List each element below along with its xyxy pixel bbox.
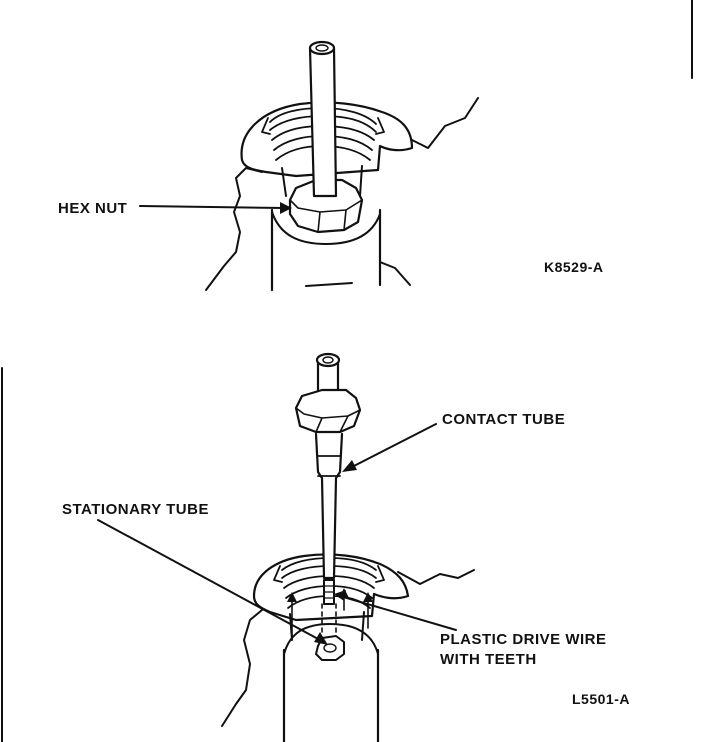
top-hex-nut-face: [289, 199, 363, 233]
top-contour-right-lower: [379, 261, 411, 286]
top-cylinder: [270, 208, 382, 292]
top-contact-tube: [308, 46, 338, 198]
drive-wire-arrowhead: [334, 590, 346, 601]
bottom-ring-tabs: [273, 565, 385, 583]
top-cylinder-rim: [271, 211, 381, 245]
bottom-cylinder: [282, 648, 380, 742]
top-ring-tabs: [261, 117, 385, 135]
bottom-hex-nut-face: [295, 407, 361, 433]
top-figure-code: K8529-A: [544, 259, 604, 275]
bottom-contour-left: [221, 609, 263, 727]
drive-wire-leader: [339, 595, 457, 631]
bottom-contact-tube-band: [317, 455, 341, 477]
top-contour-right: [411, 97, 479, 149]
bottom-guide-dashes: [321, 603, 337, 637]
contact-tube-leader: [349, 423, 437, 469]
drive-wire-label-line2: WITH TEETH: [440, 651, 537, 668]
bottom-contact-tube-bore: [322, 356, 334, 364]
contact-tube-label: CONTACT TUBE: [442, 411, 565, 428]
bottom-hex-nut: [294, 388, 362, 434]
bottom-contact-tube-end: [315, 352, 341, 368]
stationary-tube-arrowhead: [314, 632, 328, 645]
bottom-figure: CONTACT TUBE STATIONARY TUBE PLASTIC DRI…: [62, 352, 630, 742]
bottom-figure-code: L5501-A: [572, 691, 630, 707]
top-cylinder-bottom: [305, 282, 353, 287]
stationary-tube-leader: [97, 519, 321, 641]
top-contour-left: [205, 167, 263, 291]
hex-nut-arrowhead: [280, 202, 292, 214]
bottom-contour-right: [397, 569, 475, 585]
drive-wire-teeth: [323, 585, 335, 599]
drive-wire-label-line1: PLASTIC DRIVE WIRE: [440, 631, 607, 648]
contact-tube-arrowhead: [342, 460, 357, 472]
hex-nut-leader: [139, 205, 285, 209]
top-figure: HEX NUT K8529-A: [58, 40, 604, 292]
bottom-contact-tube-shaft: [314, 432, 344, 580]
hex-nut-label: HEX NUT: [58, 200, 127, 217]
top-bore: [281, 165, 363, 197]
stationary-tube-bore: [323, 643, 337, 653]
top-contact-tube-end: [308, 40, 336, 56]
stationary-tube-label: STATIONARY TUBE: [62, 501, 209, 518]
top-contact-tube-bore: [315, 44, 329, 52]
bottom-cylinder-rim: [283, 623, 379, 655]
